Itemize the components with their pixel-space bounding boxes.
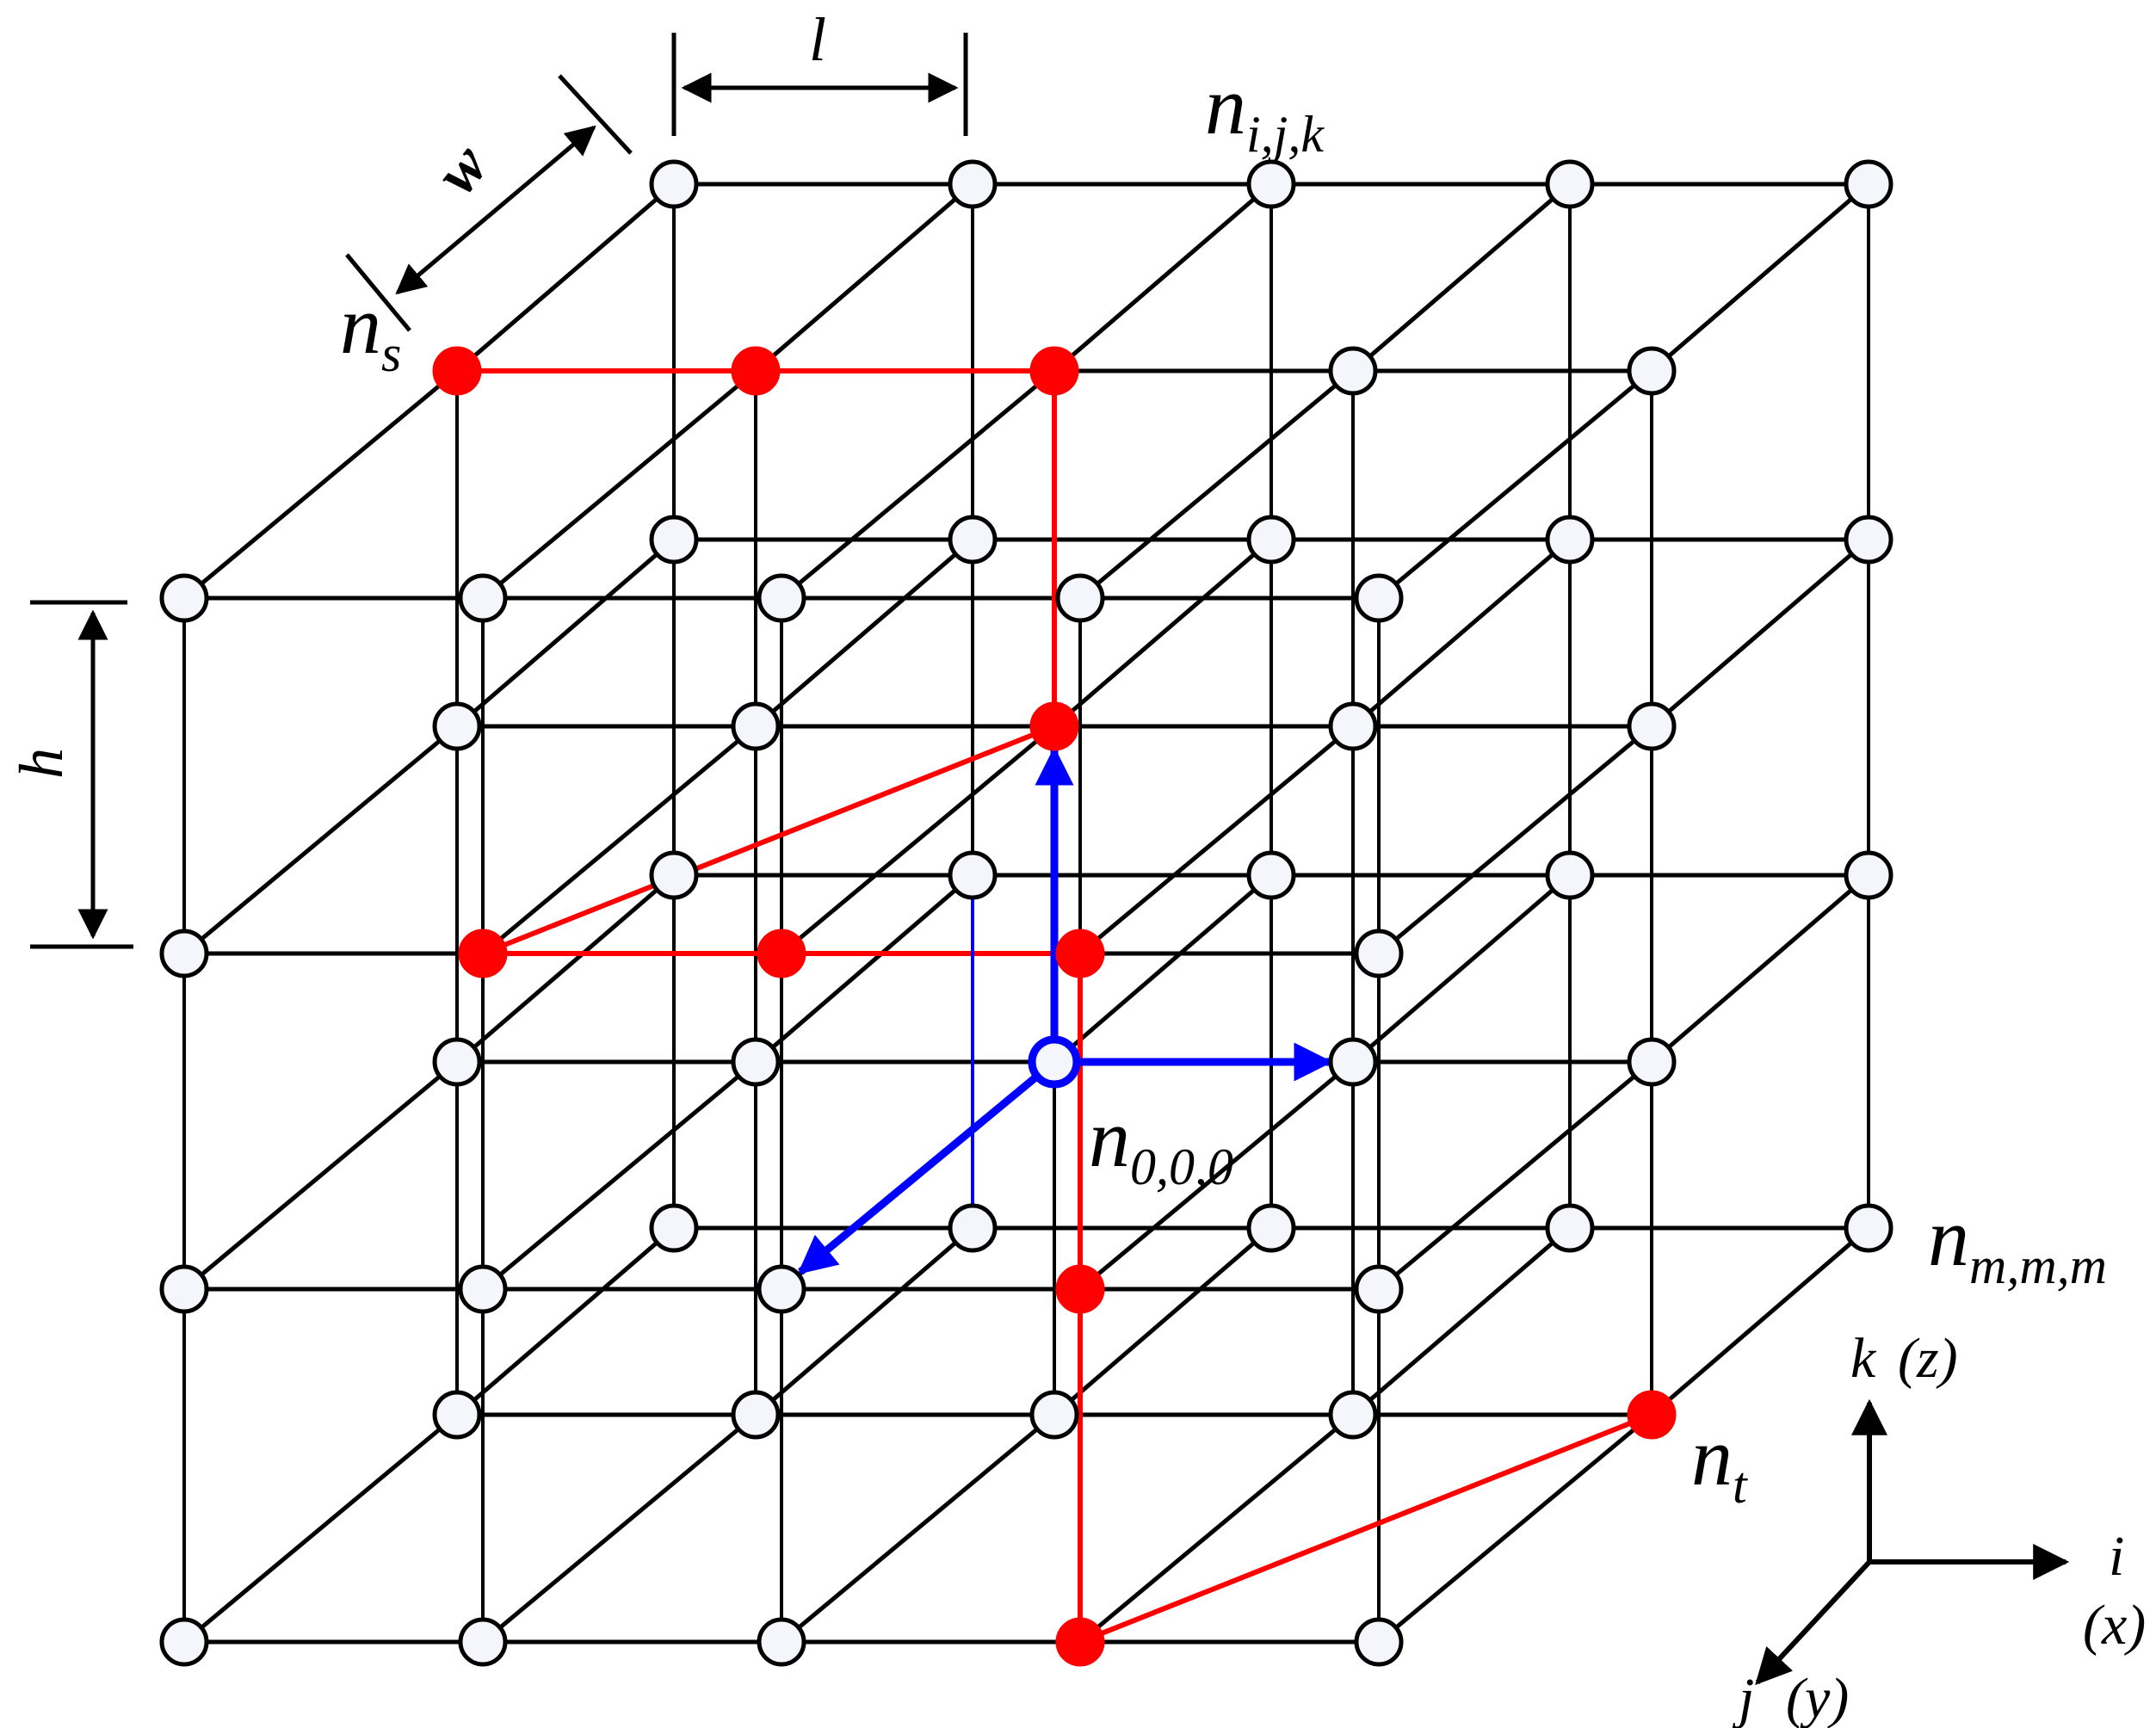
grid-node [1545,850,1595,900]
grid-node [159,1617,209,1667]
grid-node [1627,701,1677,751]
axis-i-label: i [2109,1525,2124,1588]
grid-node [458,1264,508,1314]
grid-node [757,573,806,623]
path-node [1627,1390,1677,1440]
grid-node [1545,1203,1595,1253]
grid-node [1354,1264,1404,1314]
dim-label-l: l [809,5,826,74]
grid-node [649,515,699,565]
grid-node [1844,1203,1893,1253]
path-node [1055,1617,1105,1667]
path-node [1029,701,1079,751]
path-node [731,346,781,396]
grid-node [649,850,699,900]
path-node [1055,1264,1105,1314]
neighbor-arrows [797,746,1333,1275]
dim-label-w: w [422,131,502,207]
path-edges [457,368,1653,1645]
labels: ni,j,k ns n0,0,0 nm,m,m nt l w h k (z) i(x) j (y) [7,5,2146,1728]
grid-node [159,573,209,623]
grid-node [432,1037,482,1087]
grid-node [458,573,508,623]
grid-node [458,1617,508,1667]
grid-node [757,1617,806,1667]
grid-node [1246,159,1296,209]
grid-node [1055,573,1105,623]
grid-node [432,1390,482,1440]
path-node [458,929,508,978]
grid-node [1246,1203,1296,1253]
grid-node [1328,346,1378,396]
grid-node [948,850,998,900]
grid-node [649,1203,699,1253]
origin-node [1028,1035,1081,1089]
grid-node [1627,346,1677,396]
label-n-000: n0,0,0 [1089,1092,1233,1195]
path-node [1029,346,1079,396]
label-n-s: ns [340,279,401,382]
label-n-ijk: ni,j,k [1205,59,1325,163]
grid-node [1328,1390,1378,1440]
grid-node [1844,159,1893,209]
grid-node [1354,1617,1404,1667]
grid-node [1246,850,1296,900]
grid-node [948,159,998,209]
lattice-nodes [159,159,1893,1667]
axis-indicator [1755,1398,2070,1686]
lattice-edges [182,182,1870,1645]
grid-node [159,929,209,978]
dimension-markers [30,33,968,949]
axis-j-label: j [1732,1667,1754,1728]
grid-node [731,1037,781,1087]
grid-node [1545,515,1595,565]
grid-node [1844,515,1893,565]
grid-node [649,159,699,209]
path-node [432,346,482,396]
grid-node [1354,929,1404,978]
dim-label-h: h [7,748,76,779]
axis-k-label: k [1850,1327,1877,1390]
grid-node [757,1264,806,1314]
grid-node [731,1390,781,1440]
grid-node [1029,1390,1079,1440]
grid-node [1627,1037,1677,1087]
grid-node [948,1203,998,1253]
grid-node [1354,573,1404,623]
axis-i-paren: (x) [2083,1594,2146,1657]
grid-node [1328,701,1378,751]
axis-j-paren: (y) [1786,1667,1849,1728]
grid-node [731,701,781,751]
grid-node [1246,515,1296,565]
grid-node [1545,159,1595,209]
grid-node [432,701,482,751]
path-node [757,929,806,978]
path-node [1055,929,1105,978]
axis-k-paren: (z) [1898,1327,1958,1390]
grid-node [1844,850,1893,900]
grid-node [1328,1037,1378,1087]
grid-node [948,515,998,565]
label-n-t: nt [1691,1410,1748,1514]
label-n-mmm: nm,m,m [1928,1191,2107,1294]
grid-node [159,1264,209,1314]
